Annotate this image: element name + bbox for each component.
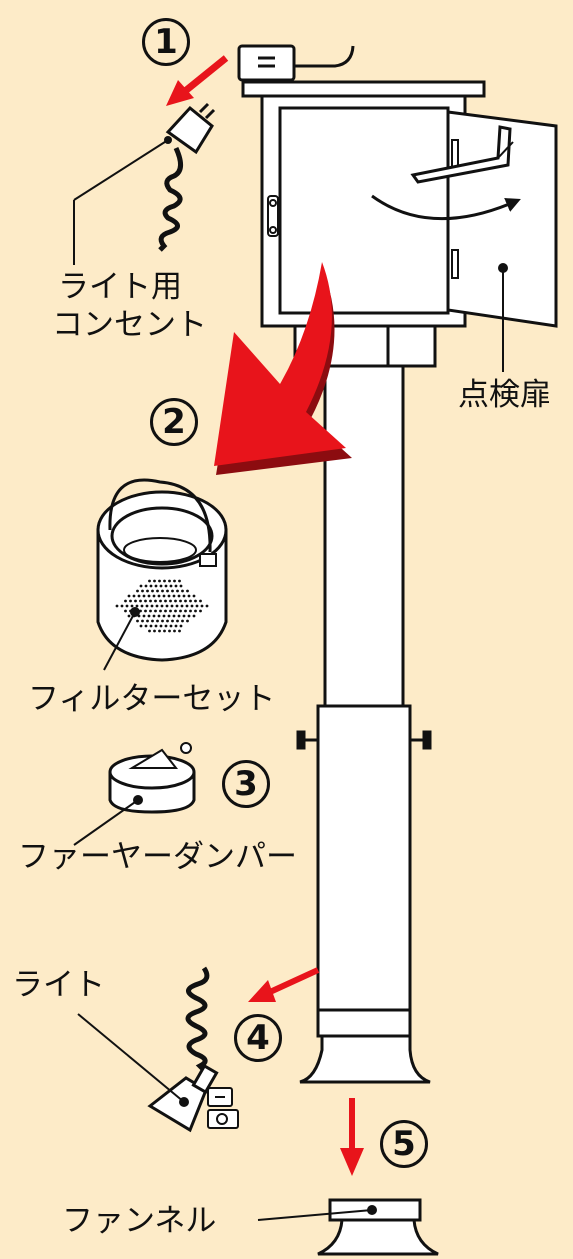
flashlight-icon xyxy=(147,1063,239,1133)
label-light-outlet-line2: コンセント xyxy=(52,307,207,343)
plug-icon xyxy=(165,102,216,155)
step-5-number: 5 xyxy=(380,1120,428,1168)
step-4-number: 4 xyxy=(234,1014,282,1062)
label-funnel: ファンネル xyxy=(62,1203,217,1239)
curved-arrow-icon xyxy=(371,194,521,221)
step-3-number: 3 xyxy=(222,760,270,808)
label-light: ライト xyxy=(12,967,105,1003)
filter-holes xyxy=(115,579,209,633)
step-1-number: 1 xyxy=(142,18,190,66)
fur-damper xyxy=(108,742,196,814)
label-light-outlet-line1: ライト用 xyxy=(58,269,182,305)
label-inspection-door: 点検扉 xyxy=(458,377,551,413)
label-filter-set: フィルターセット xyxy=(28,681,276,717)
red-curved-arrow xyxy=(214,262,352,475)
outlet-box xyxy=(237,44,355,82)
filter-set xyxy=(96,478,228,662)
coiled-cord-icon xyxy=(158,146,183,252)
label-fur-damper: ファーヤーダンパー xyxy=(18,839,297,875)
funnel xyxy=(317,1198,439,1256)
cabinet xyxy=(241,80,558,328)
step-2-number: 2 xyxy=(150,398,198,446)
